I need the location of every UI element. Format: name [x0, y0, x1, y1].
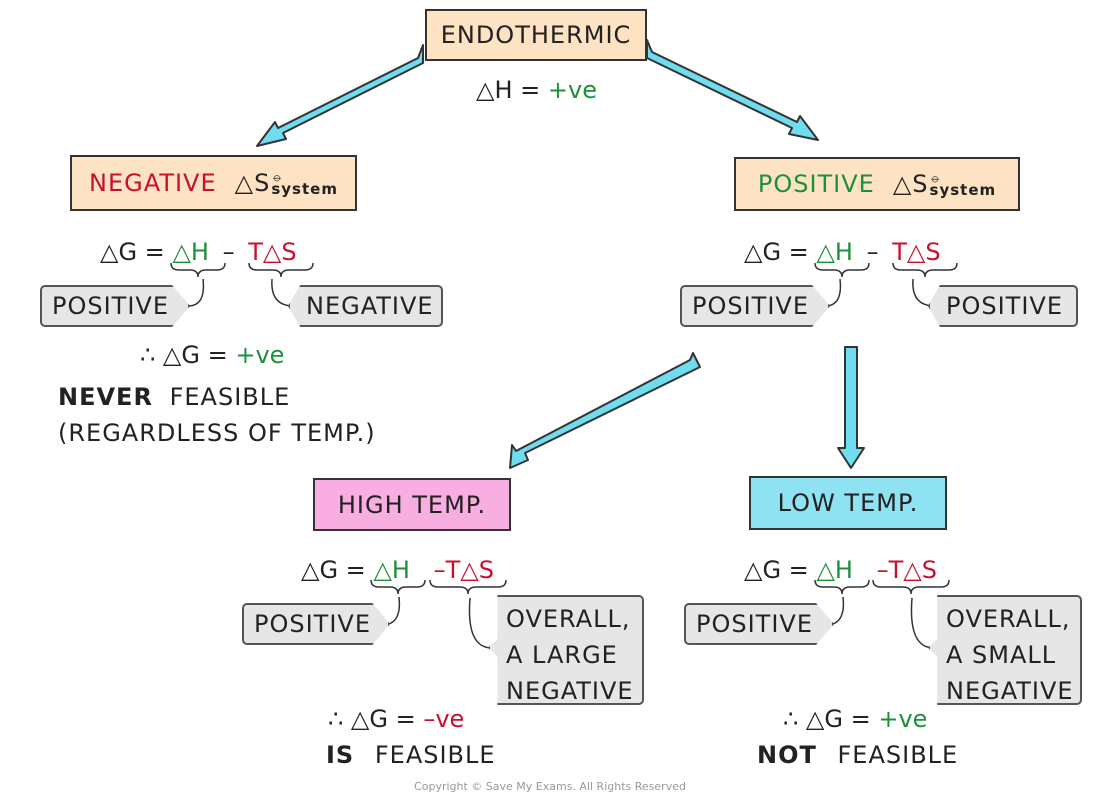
verdict-text: FEASIBLE	[169, 383, 291, 411]
low-tag-tds: OVERALL, A SMALL NEGATIVE	[928, 595, 1082, 705]
delta-h-term: △H	[373, 556, 410, 584]
right-gibbs-equation: △G = △H – T△S	[744, 238, 941, 266]
negative-label: NEGATIVE	[89, 169, 217, 197]
curve-right-dh	[824, 278, 842, 307]
delta-h-symbol: △H =	[476, 76, 541, 104]
high-tag-dh: POSITIVE	[242, 603, 390, 645]
curve-low-tds	[910, 597, 935, 649]
system-subscript: system	[271, 179, 338, 198]
low-tag-dh: POSITIVE	[684, 603, 834, 645]
verdict-emphasis: NEVER	[58, 383, 153, 411]
brace-low-dh	[814, 579, 870, 595]
left-tag-tds: NEGATIVE	[288, 285, 443, 327]
curve-left-dh	[187, 278, 205, 307]
tag-line-3: NEGATIVE	[506, 677, 634, 705]
delta-g-term: △G =	[301, 556, 366, 584]
brace-right-dh	[814, 262, 870, 278]
left-tag-dh: POSITIVE	[40, 285, 190, 327]
endothermic-title: ENDOTHERMIC	[440, 21, 632, 49]
result-value: +ve	[235, 341, 285, 369]
delta-h-value: +ve	[547, 76, 597, 104]
verdict-text: FEASIBLE	[837, 741, 959, 769]
result-value: +ve	[878, 705, 928, 733]
arrow-to-positive	[646, 39, 819, 141]
therefore-delta-g: ∴ △G =	[328, 705, 416, 733]
delta-h-term: △H	[816, 556, 853, 584]
copyright-notice: Copyright © Save My Exams. All Rights Re…	[414, 780, 686, 793]
high-gibbs-equation: △G = △H –T△S	[301, 556, 494, 584]
delta-g-term: △G =	[744, 556, 809, 584]
brace-low-tds	[872, 579, 950, 595]
low-temp-title: LOW TEMP.	[777, 489, 919, 517]
t-delta-s-term: –T△S	[433, 556, 494, 584]
brace-left-dh	[170, 262, 226, 278]
left-verdict-note: (REGARDLESS OF TEMP.)	[58, 419, 376, 447]
high-temp-title: HIGH TEMP.	[337, 490, 487, 519]
low-result: ∴ △G = +ve	[783, 705, 927, 733]
tag-text: POSITIVE	[692, 292, 809, 320]
delta-h-term: △H	[172, 238, 209, 266]
verdict-text: FEASIBLE	[374, 741, 496, 769]
verdict-emphasis: NOT	[757, 741, 817, 769]
tag-text: POSITIVE	[52, 292, 169, 320]
negative-entropy-box: NEGATIVE △S ⦵ system	[70, 155, 357, 211]
brace-high-tds	[429, 579, 507, 595]
positive-label: POSITIVE	[757, 170, 875, 198]
arrow-to-low-temp	[837, 346, 865, 469]
standard-state-symbol: ⦵	[929, 169, 943, 186]
t-delta-s-term: –T△S	[876, 556, 937, 584]
therefore-delta-g: ∴ △G =	[783, 705, 871, 733]
result-value: –ve	[423, 705, 465, 733]
left-verdict: NEVER FEASIBLE	[58, 383, 290, 411]
tag-text: POSITIVE	[254, 610, 371, 638]
tag-line-1: OVERALL,	[946, 605, 1071, 633]
therefore-delta-g: ∴ △G =	[140, 341, 228, 369]
left-gibbs-equation: △G = △H – T△S	[100, 238, 297, 266]
delta-g-term: △G =	[100, 238, 165, 266]
t-delta-s-term: T△S	[248, 238, 297, 266]
arrow-to-negative	[256, 44, 424, 147]
system-subscript: system	[929, 180, 997, 199]
low-temp-box: LOW TEMP.	[749, 476, 947, 530]
arrow-to-high-temp	[509, 352, 701, 469]
brace-right-tds	[892, 262, 958, 278]
tag-line-3: NEGATIVE	[946, 677, 1074, 705]
tag-line-2: A SMALL	[946, 641, 1057, 669]
tag-text: NEGATIVE	[306, 292, 434, 320]
endothermic-box: ENDOTHERMIC	[425, 9, 647, 61]
standard-state-symbol: ⦵	[271, 168, 285, 185]
high-verdict: IS FEASIBLE	[326, 741, 496, 769]
positive-entropy-box: POSITIVE △S ⦵ system	[734, 157, 1020, 211]
delta-h-term: △H	[816, 238, 853, 266]
high-temp-box: HIGH TEMP.	[313, 478, 511, 531]
verdict-emphasis: IS	[326, 741, 355, 769]
tag-line-2: A LARGE	[506, 641, 618, 669]
high-result: ∴ △G = –ve	[328, 705, 464, 733]
delta-g-term: △G =	[744, 238, 809, 266]
minus-sign: –	[866, 238, 879, 266]
tag-text: POSITIVE	[696, 610, 813, 638]
t-delta-s-term: T△S	[892, 238, 941, 266]
right-tag-dh: POSITIVE	[680, 285, 830, 327]
enthalpy-statement: △H = +ve	[476, 76, 597, 104]
curve-high-tds	[468, 597, 493, 649]
left-result: ∴ △G = +ve	[140, 341, 284, 369]
tag-text: POSITIVE	[946, 292, 1063, 320]
delta-s-symbol: △S	[892, 170, 929, 198]
minus-sign: –	[222, 238, 235, 266]
low-gibbs-equation: △G = △H –T△S	[744, 556, 937, 584]
brace-left-tds	[248, 262, 314, 278]
low-verdict: NOT FEASIBLE	[757, 741, 958, 769]
tag-line-1: OVERALL,	[506, 605, 631, 633]
right-tag-tds: POSITIVE	[928, 285, 1078, 327]
delta-s-symbol: △S	[234, 169, 271, 197]
high-tag-tds: OVERALL, A LARGE NEGATIVE	[488, 595, 644, 705]
brace-high-dh	[370, 579, 426, 595]
